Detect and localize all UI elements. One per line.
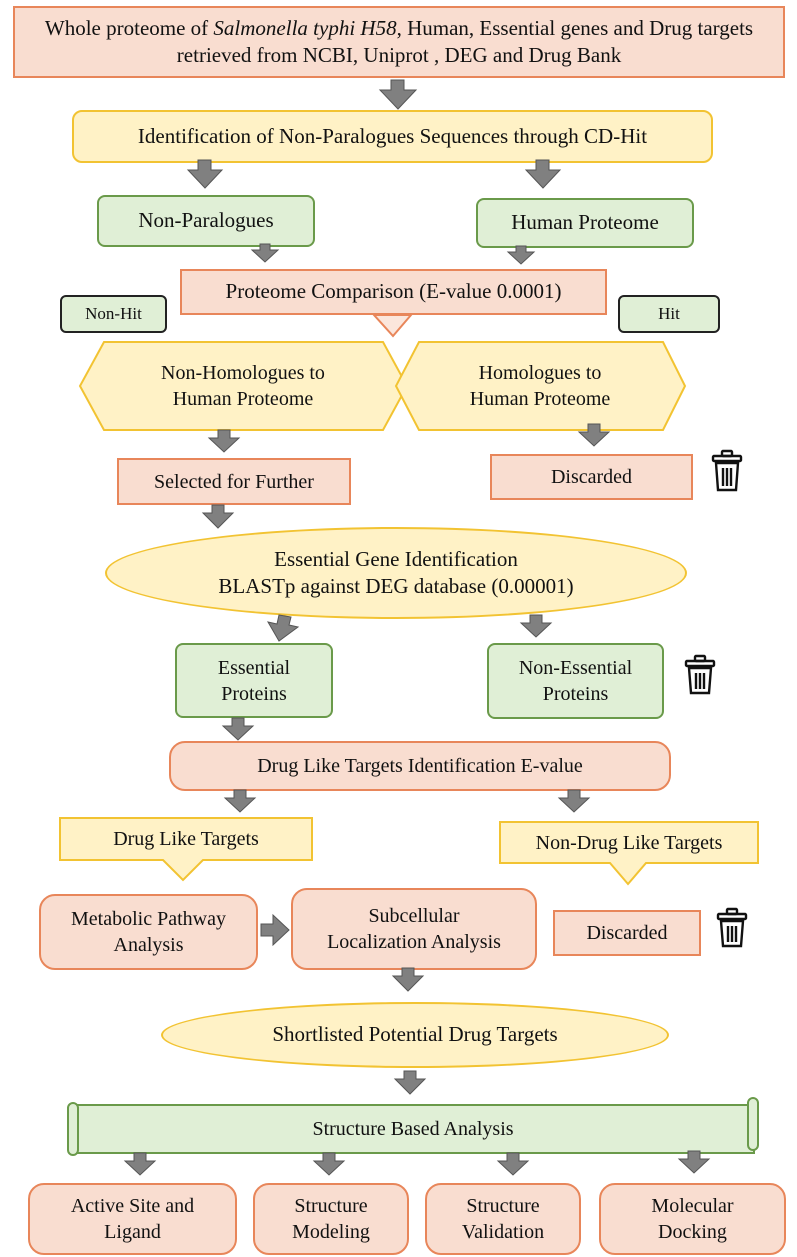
arrow-down [393, 1070, 427, 1095]
hit-label: Hit [618, 295, 720, 333]
selected-for-further-box: Selected for Further [117, 458, 351, 505]
structure-based-label: Structure Based Analysis [312, 1118, 514, 1140]
arrow-down [250, 243, 280, 263]
subcellular-localization-box: Subcellular Localization Analysis [291, 888, 537, 970]
nondruglike-callout [499, 821, 759, 886]
arrow-down [221, 717, 255, 741]
homologues-hexagon [394, 341, 687, 431]
arrow-down [123, 1152, 157, 1176]
arrow-down [577, 423, 611, 447]
non-homologues-hexagon [78, 341, 409, 431]
druglike-callout [59, 817, 313, 882]
active-site-box: Active Site and Ligand [28, 1183, 237, 1255]
discarded-box-1: Discarded [490, 454, 693, 500]
arrow-down [519, 614, 553, 638]
source-box: Whole proteome of Salmonella typhi H58, … [13, 6, 785, 78]
arrow-right [260, 913, 290, 947]
discarded-box-2: Discarded [553, 910, 701, 956]
nonparalogues-box: Non-Paralogues [97, 195, 315, 247]
source-text-end: , Human, Essential genes and Drug target… [176, 15, 754, 67]
arrow-down [312, 1152, 346, 1176]
arrow-down [677, 1150, 711, 1174]
nonessential-proteins-box: Non-Essential Proteins [487, 643, 664, 719]
structure-modeling-box: Structure Modeling [253, 1183, 409, 1255]
druglike-label: Drug Like Targets [113, 828, 259, 850]
arrow-down [496, 1152, 530, 1176]
homologues-label: Homologues to Human Proteome [469, 362, 611, 410]
structure-scroll [67, 1097, 759, 1156]
comparison-callout-arrow [371, 314, 414, 338]
human-proteome-box: Human Proteome [476, 198, 694, 248]
druglike-identification-box: Drug Like Targets Identification E-value [169, 741, 671, 791]
proteome-comparison-box: Proteome Comparison (E-value 0.0001) [180, 269, 607, 315]
nonparalog-identification-box: Identification of Non-Paralogues Sequenc… [72, 110, 713, 163]
arrow-down [207, 429, 241, 453]
arrow-down [506, 245, 536, 265]
arrow-down [223, 789, 257, 813]
flow-arrows [123, 79, 711, 1176]
structure-validation-box: Structure Validation [425, 1183, 581, 1255]
arrow-down [378, 79, 418, 110]
trash-icon [716, 907, 748, 948]
source-text-start: Whole proteome of [44, 15, 214, 40]
molecular-docking-box: Molecular Docking [599, 1183, 786, 1255]
trash-icon [711, 449, 743, 492]
essential-gene-ellipse: Essential Gene Identification BLASTp aga… [105, 527, 687, 619]
arrow-down [266, 614, 300, 642]
arrow-down [524, 159, 562, 189]
arrow-down [201, 504, 235, 529]
nondruglike-label: Non-Drug Like Targets [535, 832, 723, 854]
shortlisted-ellipse: Shortlisted Potential Drug Targets [161, 1002, 669, 1068]
arrow-down [391, 967, 425, 992]
arrow-down [186, 159, 224, 189]
trash-icon [684, 654, 716, 695]
essential-proteins-box: Essential Proteins [175, 643, 333, 718]
arrow-down [557, 789, 591, 813]
metabolic-pathway-box: Metabolic Pathway Analysis [39, 894, 258, 970]
organism-name: Salmonella typhi H58 [213, 15, 397, 40]
non-hit-label: Non-Hit [60, 295, 167, 333]
non-homologues-label: Non-Homologues to Human Proteome [161, 362, 325, 410]
